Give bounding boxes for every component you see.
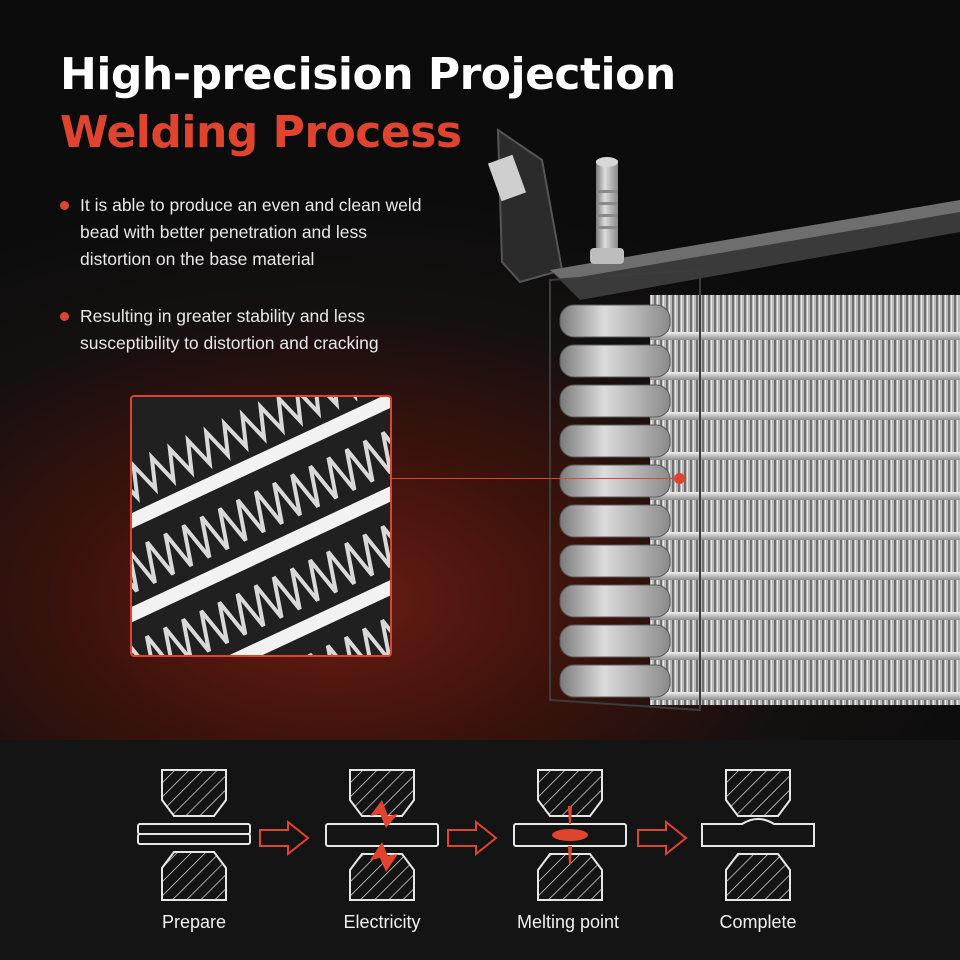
arrow-right-icon bbox=[637, 820, 688, 856]
title-line-1: High-precision Projection bbox=[60, 49, 676, 100]
title-line-2: Welding Process bbox=[60, 107, 462, 158]
step-electricity-diagram bbox=[322, 768, 442, 908]
callout-dot-icon bbox=[674, 473, 685, 484]
fin-detail-zoom bbox=[130, 395, 392, 657]
step-prepare-diagram bbox=[134, 768, 254, 908]
step-melting-point-diagram bbox=[510, 768, 630, 908]
step-label-prepare: Prepare bbox=[161, 912, 227, 932]
hero-section: High-precision Projection Welding Proces… bbox=[0, 0, 960, 740]
feature-text: It is able to produce an even and clean … bbox=[80, 195, 422, 269]
feature-item: Resulting in greater stability and less … bbox=[58, 303, 438, 357]
oil-cooler-image bbox=[487, 128, 960, 712]
fin-detail-image bbox=[132, 397, 390, 655]
step-label-melting-point: Melting point bbox=[516, 912, 620, 932]
feature-text: Resulting in greater stability and less … bbox=[80, 306, 379, 353]
bullet-dot-icon bbox=[60, 201, 69, 210]
arrow-right-icon bbox=[259, 820, 310, 856]
step-label-electricity: Electricity bbox=[343, 912, 421, 932]
feature-item: It is able to produce an even and clean … bbox=[58, 192, 438, 273]
bullet-dot-icon bbox=[60, 312, 69, 321]
page-title: High-precision Projection Welding Proces… bbox=[60, 46, 676, 162]
arrow-right-icon bbox=[447, 820, 498, 856]
feature-list: It is able to produce an even and clean … bbox=[58, 192, 438, 387]
step-complete-diagram bbox=[698, 768, 818, 908]
callout-line bbox=[392, 478, 680, 479]
step-label-complete: Complete bbox=[719, 912, 797, 932]
